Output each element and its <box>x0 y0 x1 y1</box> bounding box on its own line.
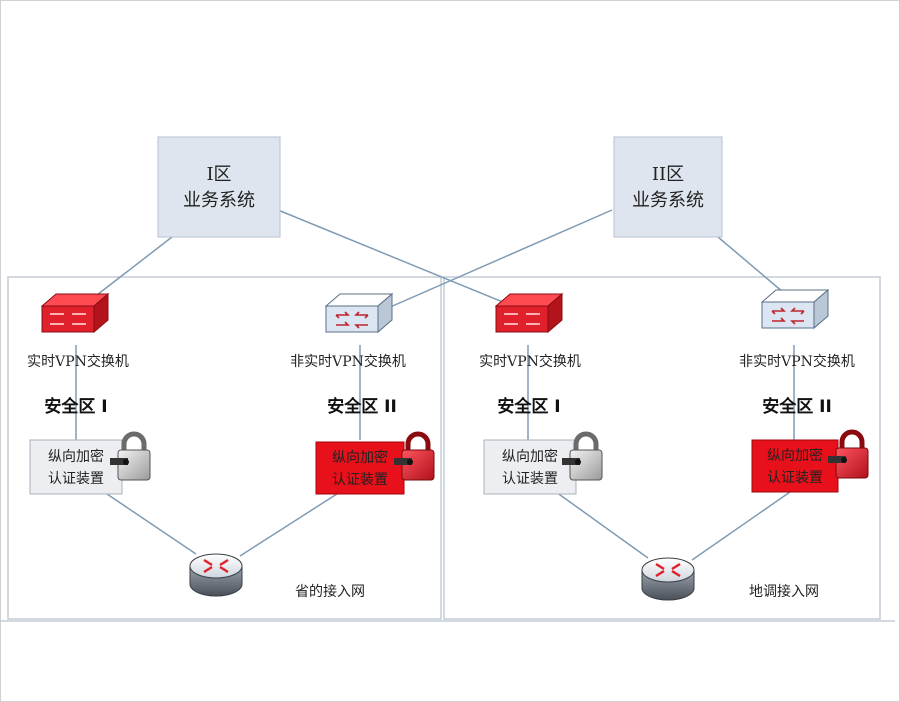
encrypt-device-red: 纵向加密 认证装置 <box>751 432 868 493</box>
router-icon <box>640 556 696 602</box>
link-lines <box>75 209 795 561</box>
zone2-label: 安全区 II <box>762 396 832 417</box>
device-line2: 认证装置 <box>48 471 104 487</box>
device-line2: 认证装置 <box>502 471 558 487</box>
realtime-switch-icon <box>41 293 109 333</box>
system-ii-subtitle: 业务系统 <box>632 190 704 211</box>
switch-realtime-label: 实时VPN交换机 <box>479 353 581 370</box>
network-label: 省的接入网 <box>295 583 365 600</box>
encrypt-device-plain: 纵向加密 认证装置 <box>483 434 602 495</box>
zone1-label: 安全区 I <box>497 396 560 417</box>
business-system-ii: II区 业务系统 <box>613 136 723 238</box>
zone2-label: 安全区 II <box>327 396 397 417</box>
nonrealtime-switch-icon <box>325 293 393 333</box>
device-line2: 认证装置 <box>767 470 823 486</box>
realtime-switch-icon <box>495 293 563 333</box>
encrypt-device-plain: 纵向加密 认证装置 <box>29 434 150 495</box>
device-line1: 纵向加密 <box>332 449 388 466</box>
system-ii-title: II区 <box>652 164 684 185</box>
system-i-subtitle: 业务系统 <box>183 190 255 211</box>
provincial-panel <box>7 276 442 620</box>
zone1-label: 安全区 I <box>44 396 107 417</box>
device-line1: 纵向加密 <box>48 448 104 465</box>
switch-nonrealtime-label: 非实时VPN交换机 <box>290 353 406 370</box>
router-icon <box>188 552 244 598</box>
switch-realtime-label: 实时VPN交换机 <box>27 353 129 370</box>
business-system-i: I区 业务系统 <box>157 136 281 238</box>
device-line1: 纵向加密 <box>767 447 823 464</box>
district-panel <box>443 276 881 620</box>
network-label: 地调接入网 <box>749 583 819 600</box>
encrypt-device-red: 纵向加密 认证装置 <box>315 434 434 495</box>
system-i-title: I区 <box>206 164 231 185</box>
device-line1: 纵向加密 <box>502 448 558 465</box>
device-line2: 认证装置 <box>332 472 388 488</box>
nonrealtime-switch-icon <box>761 289 829 329</box>
switch-nonrealtime-label: 非实时VPN交换机 <box>739 353 855 370</box>
